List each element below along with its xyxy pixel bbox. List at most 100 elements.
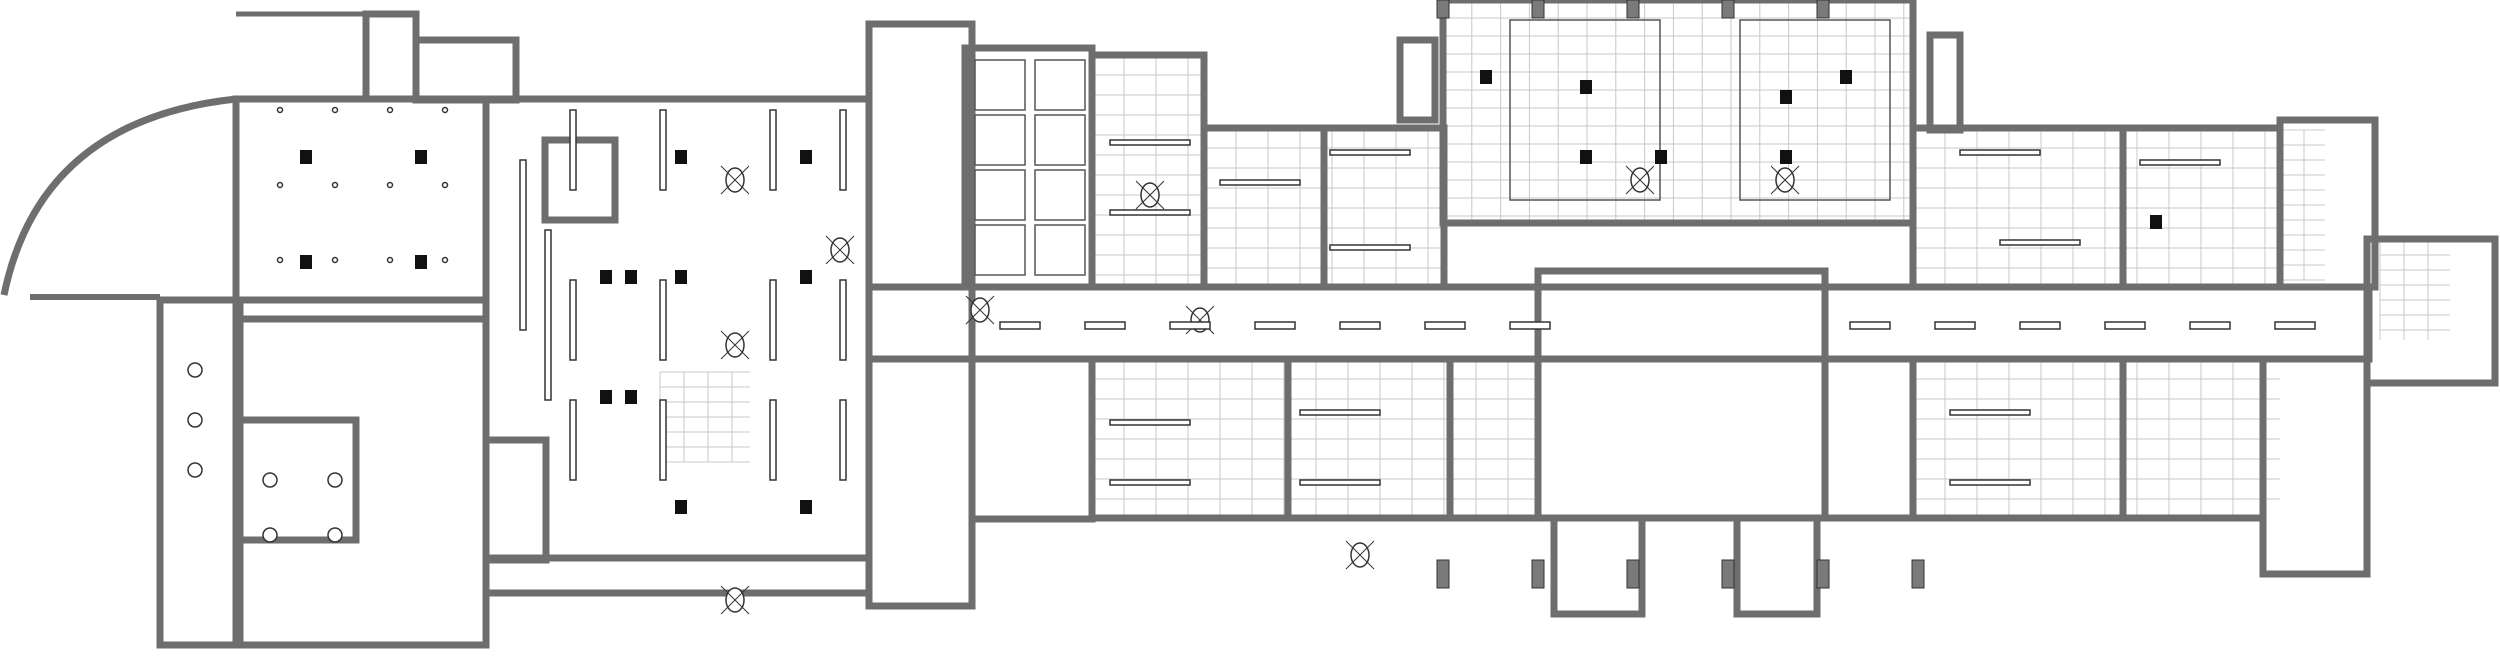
light-fixture-icon — [1109, 209, 1191, 216]
diffuser-icon — [187, 362, 203, 378]
light-fixture-icon — [1424, 321, 1466, 330]
diffuser-icon — [441, 106, 449, 114]
fixture-block — [300, 150, 312, 164]
light-fixture-icon — [1999, 239, 2081, 246]
light-fixture-icon — [1109, 139, 1191, 146]
light-fixture-icon — [2189, 321, 2231, 330]
wall-outline — [1439, 0, 1917, 227]
diffuser-icon — [262, 527, 278, 543]
light-fixture-icon — [1185, 305, 1215, 335]
light-fixture-icon — [839, 109, 847, 191]
wall-outline — [865, 20, 976, 610]
light-fixture-icon — [1299, 479, 1381, 486]
fixture-line — [825, 235, 855, 265]
light-fixture-icon — [1254, 321, 1296, 330]
diffuser-icon — [331, 106, 339, 114]
fixture-block — [625, 270, 637, 284]
wall-outline — [1821, 355, 1917, 522]
light-fixture-icon — [720, 585, 750, 615]
wall-outline — [1534, 267, 1829, 522]
diffuser-icon — [386, 181, 394, 189]
column-icon — [1436, 0, 1450, 19]
fixture-block — [675, 150, 687, 164]
light-fixture-icon — [544, 229, 552, 401]
fixture-block — [600, 390, 612, 404]
wall-outline — [1446, 355, 1542, 522]
light-fixture-icon — [965, 295, 995, 325]
diffuser-icon — [276, 106, 284, 114]
ceiling-grid — [2379, 239, 2450, 340]
restroom-stall — [1034, 224, 1086, 276]
fixture-line — [965, 295, 995, 325]
light-fixture-icon — [1299, 409, 1381, 416]
diffuser-icon — [276, 181, 284, 189]
restroom-stall — [1034, 169, 1086, 221]
light-fixture-icon — [769, 109, 777, 191]
column-icon — [1816, 559, 1830, 589]
restroom-stall — [974, 59, 1026, 111]
restroom-stall — [1034, 114, 1086, 166]
diffuser-icon — [327, 472, 343, 488]
fixture-line — [720, 330, 750, 360]
wall-outline — [961, 44, 1096, 291]
light-fixture-icon — [2139, 159, 2221, 166]
light-fixture-icon — [1345, 540, 1375, 570]
light-fixture-icon — [2274, 321, 2316, 330]
diffuser-icon — [386, 256, 394, 264]
wall-outline — [1088, 51, 1208, 291]
wall-outline — [968, 355, 1096, 523]
light-fixture-icon — [1219, 179, 1301, 186]
ceiling-grid — [1091, 358, 1538, 518]
diffuser-icon — [327, 527, 343, 543]
column-icon — [1721, 559, 1735, 589]
wall-outline — [1926, 31, 1964, 134]
diffuser-icon — [441, 256, 449, 264]
ceiling-grids — [659, 0, 2450, 518]
light-fixture-icon — [659, 399, 667, 481]
wall-outline — [541, 136, 619, 224]
fixture-block — [300, 255, 312, 269]
fixture-block — [675, 500, 687, 514]
light-fixture-icon — [720, 165, 750, 195]
fixture-line — [720, 165, 750, 195]
fixture-block — [415, 150, 427, 164]
fixture-block — [1780, 150, 1792, 164]
light-fixture-icon — [839, 279, 847, 361]
fixture-line — [1345, 540, 1375, 570]
column-icon — [1816, 0, 1830, 19]
column-icon — [1531, 0, 1545, 19]
fixture-block — [800, 150, 812, 164]
light-fixture-icon — [999, 321, 1041, 330]
column-icon — [1626, 559, 1640, 589]
diffuser-icon — [331, 181, 339, 189]
light-fixture-icon — [1329, 149, 1411, 156]
diffuser-icon — [276, 256, 284, 264]
light-fixture-icon — [519, 159, 527, 331]
light-fixture-icon — [569, 279, 577, 361]
light-fixture-icon — [1934, 321, 1976, 330]
diffuser-icon — [187, 412, 203, 428]
light-fixture-icon — [2019, 321, 2061, 330]
light-fixture-icon — [1509, 321, 1551, 330]
light-fixture-icon — [569, 109, 577, 191]
fixture-block — [1780, 90, 1792, 104]
fixture-block — [675, 270, 687, 284]
restroom-stall — [1034, 59, 1086, 111]
light-fixture-icon — [1084, 321, 1126, 330]
diffuser-icon — [187, 462, 203, 478]
restroom-stall — [974, 169, 1026, 221]
light-fixture-icon — [1949, 479, 2031, 486]
fixture-line — [1770, 165, 1800, 195]
light-fixture-icon — [1959, 149, 2041, 156]
room-partition — [1739, 19, 1891, 201]
column-icon — [1531, 559, 1545, 589]
ceiling-grid — [2279, 129, 2325, 281]
fixture-block — [1480, 70, 1492, 84]
column-icon — [1911, 559, 1925, 589]
room-partition — [1509, 19, 1661, 201]
fixture-line — [1135, 180, 1165, 210]
column-icon — [1436, 559, 1450, 589]
diffuser-icon — [331, 256, 339, 264]
